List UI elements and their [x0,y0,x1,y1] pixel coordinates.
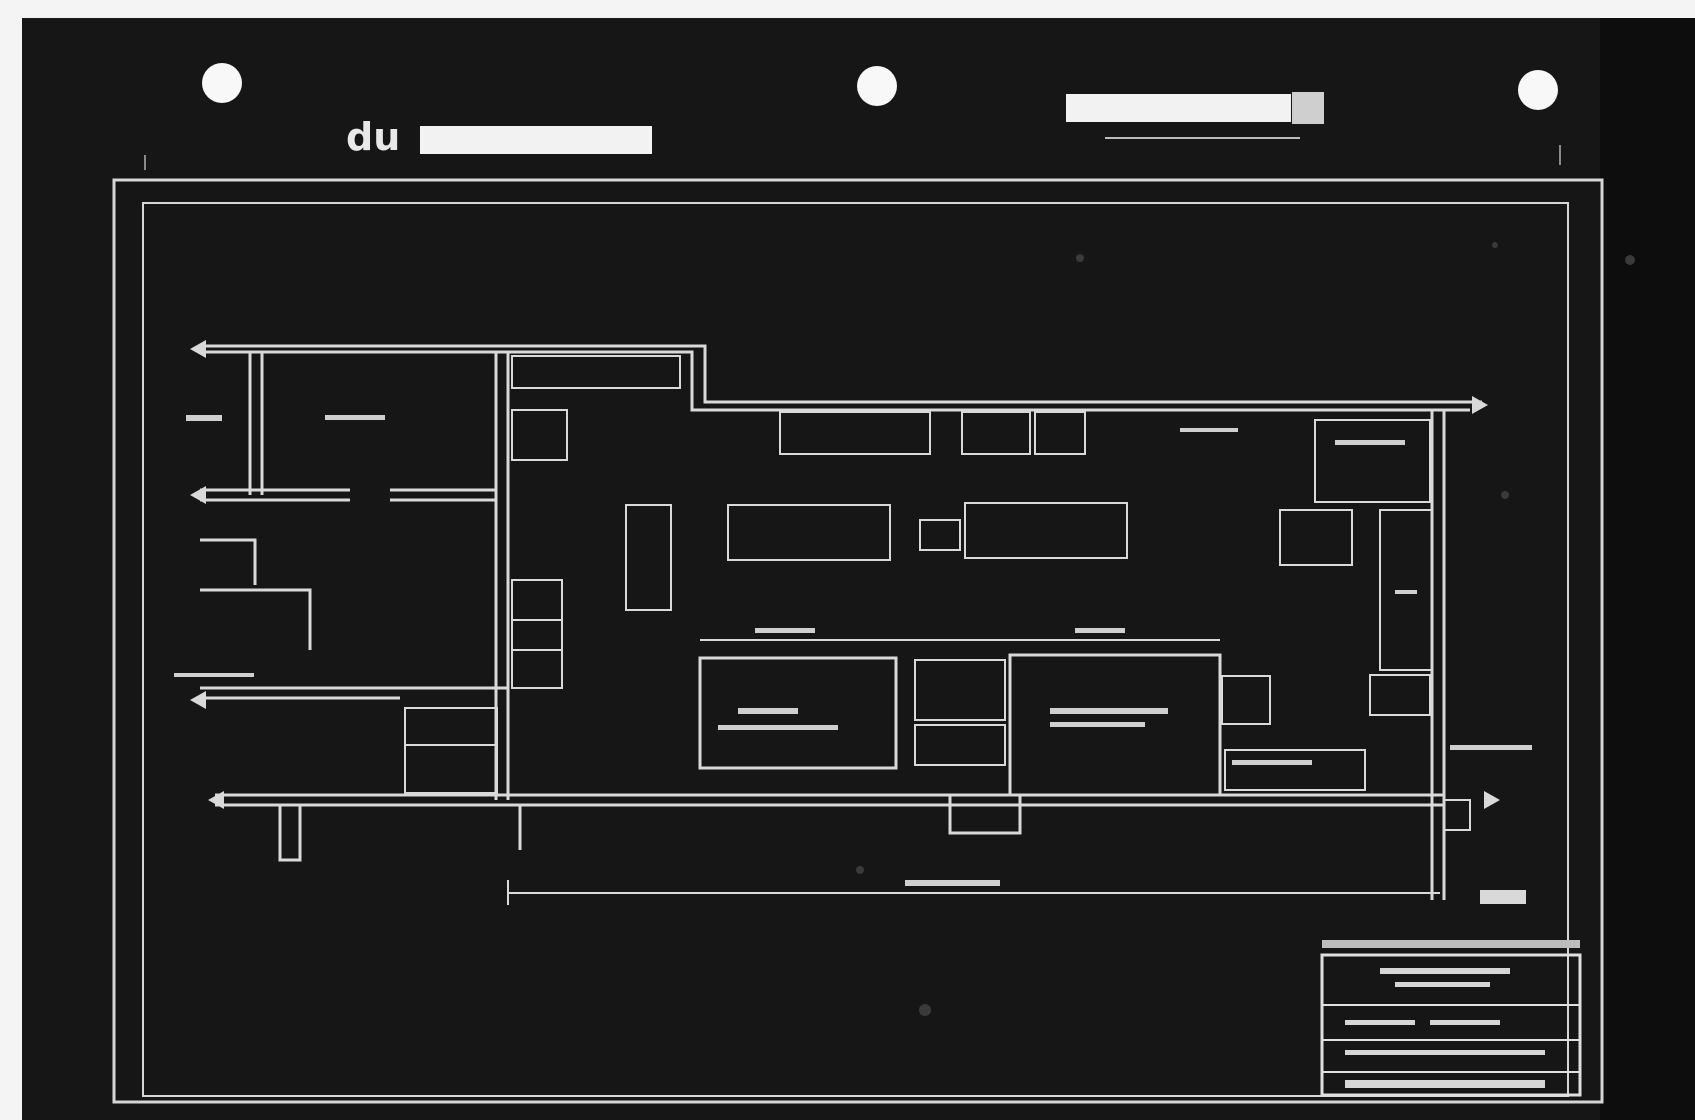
section-markers [190,340,1526,904]
plan-wall [1445,799,1471,831]
arrow-left-icon [190,486,206,504]
outer-border [112,178,1604,1104]
room-bottom-left-box [404,707,498,794]
room-right-small [1279,509,1353,566]
room-center-right-box [964,502,1128,559]
room-bottom-small [914,659,1006,721]
room-entry-box [948,793,1022,835]
arrow-left-icon [190,691,206,709]
sheet-right-shadow [1600,18,1695,1120]
room-top-strip-3 [1034,411,1086,455]
room-center-connector [919,519,961,551]
room-top-strip-2 [961,411,1031,455]
room-side-box [1221,675,1271,725]
plan-wall [200,588,312,650]
redacted-header-bar [420,126,652,154]
plan-wall [200,344,1482,404]
redacted-stamp-bar [1066,94,1291,122]
room-right-tall [1379,509,1433,671]
title-block-frame [1320,953,1582,1097]
punch-hole-icon [202,63,242,103]
room-right-top [1314,419,1431,503]
room-top-strip-1 [779,411,931,455]
room-right-lower [1369,674,1431,716]
floor-plan [200,344,1482,905]
punch-hole-icon [1518,70,1558,110]
arrow-left-icon [208,791,224,809]
room-lower-right-strip [1224,749,1366,791]
arrow-right-icon [1472,396,1488,414]
north-arrow-icon [1480,890,1526,904]
room-bottom-right-center [1008,653,1222,797]
inner-border [142,202,1569,1097]
room-left-mid-divider [511,619,563,651]
punch-hole-icon [857,66,897,106]
sheet-background [22,18,1695,1120]
plan-label-ticks [174,415,1532,886]
logo-mark-icon: du [346,115,400,159]
room-small-box [511,409,568,461]
header-logo: du [346,115,652,159]
room-tall-narrow [625,504,672,611]
room-top-label-box [511,355,681,389]
scan-specks [856,242,1635,1016]
plan-wall [200,538,257,585]
arrow-right-icon [1484,791,1500,809]
header-stamp [1066,92,1324,139]
title-block [1320,940,1582,1097]
stamp-block [1292,92,1324,124]
room-center-left-box [727,504,891,561]
arrow-left-icon [190,340,206,358]
plan-wall [278,805,302,862]
room-bottom-left-center [698,656,898,770]
room-bottom-small-lower [914,724,1006,766]
plan-wall [200,350,1470,412]
